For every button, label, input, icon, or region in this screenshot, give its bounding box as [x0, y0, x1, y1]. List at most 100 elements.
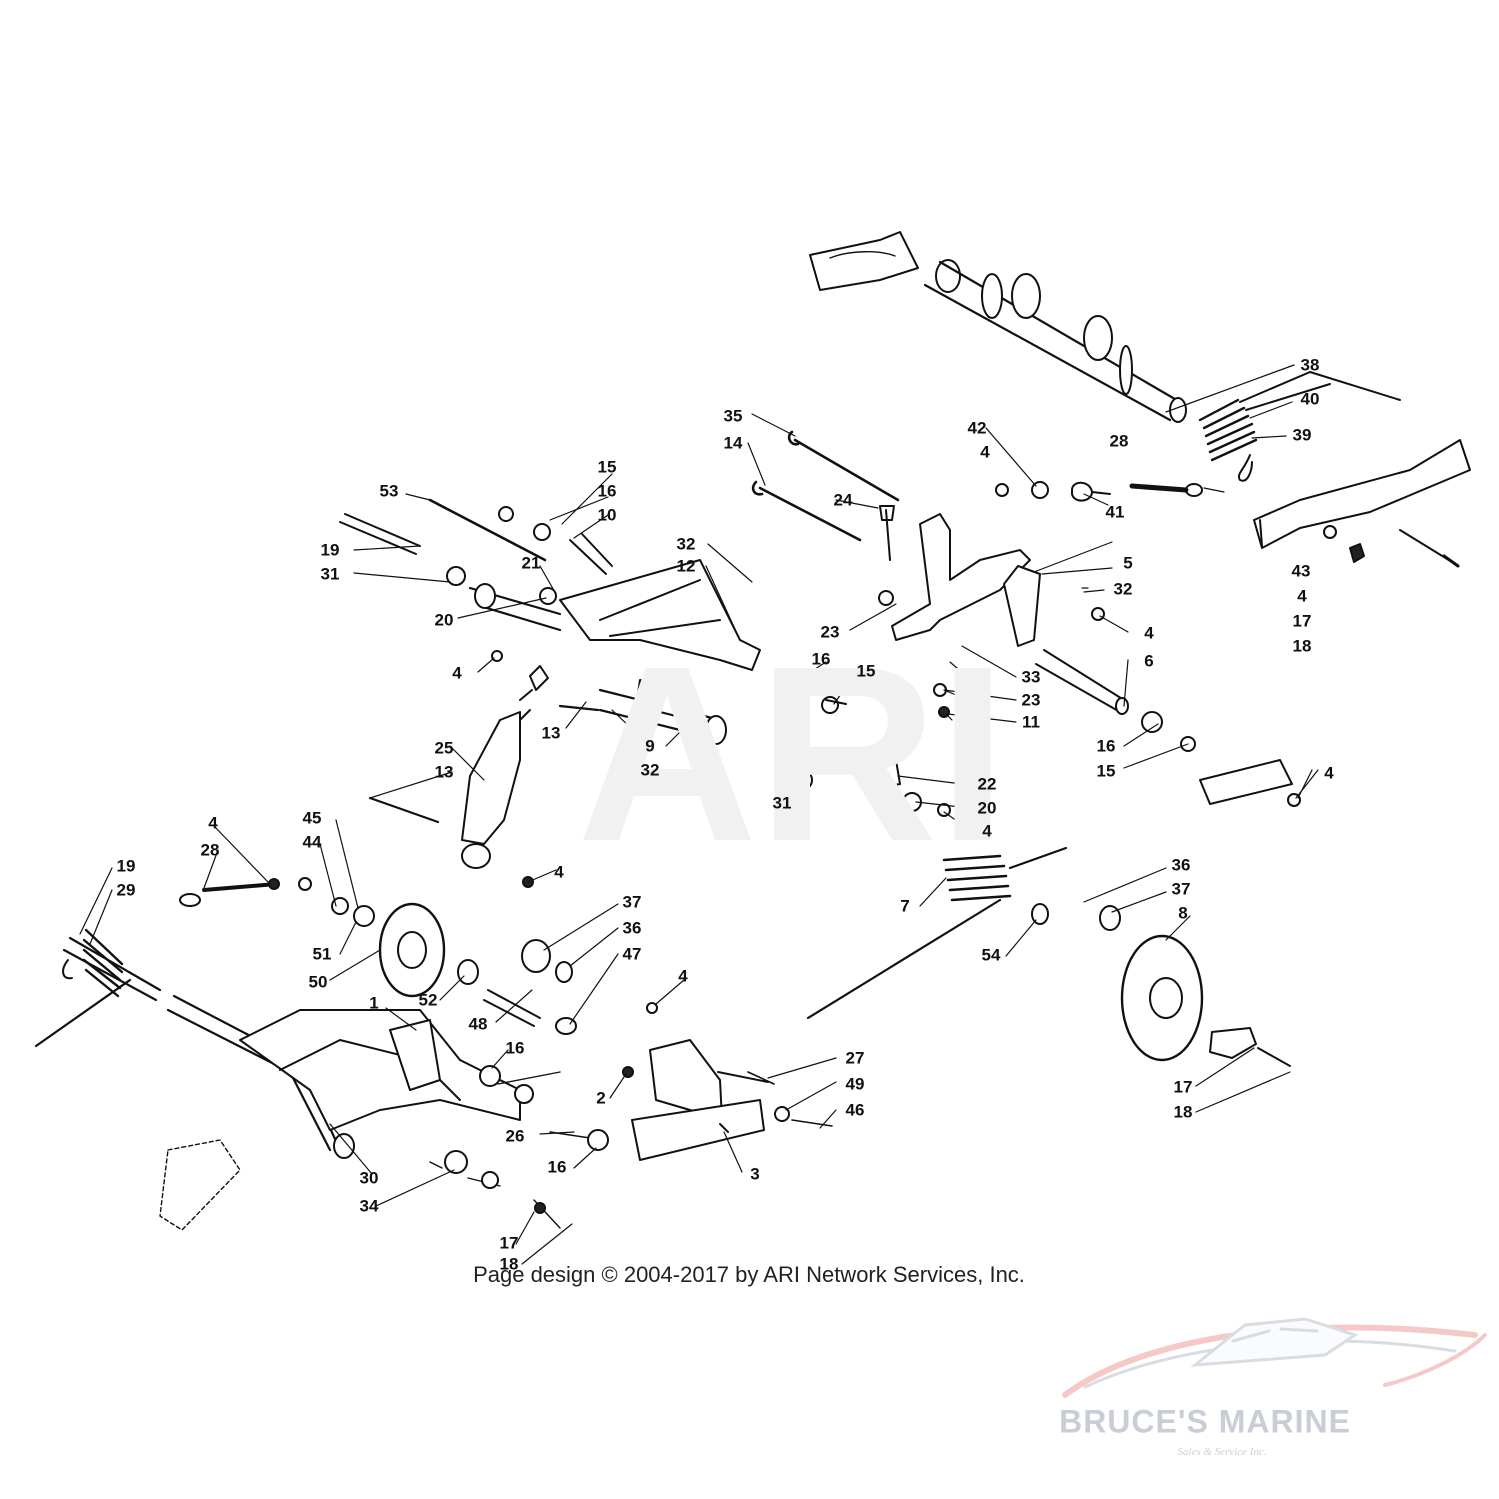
upper-torsion-spring [1198, 371, 1401, 482]
callout-32: 32 [676, 534, 696, 554]
callout-15: 15 [856, 661, 876, 681]
callout-4: 4 [1297, 586, 1307, 606]
callout-16: 16 [1096, 736, 1116, 756]
rod-28-lower [202, 882, 278, 892]
callout-2: 2 [596, 1088, 606, 1108]
callout-4: 4 [452, 663, 462, 683]
callout-6: 6 [1144, 651, 1154, 671]
callout-32: 32 [640, 760, 660, 780]
callout-48: 48 [468, 1014, 488, 1034]
callout-51: 51 [312, 944, 332, 964]
callout-38: 38 [1300, 355, 1320, 375]
callout-4: 4 [1324, 763, 1334, 783]
rod-19-upper [339, 513, 421, 555]
rod-eye-lower [179, 893, 201, 907]
shock-absorber-25 [461, 665, 549, 869]
callout-10: 10 [597, 505, 617, 525]
callout-18: 18 [1292, 636, 1312, 656]
callout-36: 36 [622, 918, 642, 938]
callout-43: 43 [1291, 561, 1311, 581]
callout-18: 18 [1173, 1102, 1193, 1122]
callout-52: 52 [418, 990, 438, 1010]
callout-22: 22 [977, 774, 997, 794]
callout-32: 32 [1113, 579, 1133, 599]
callout-4: 4 [1144, 623, 1154, 643]
callout-4: 4 [554, 862, 564, 882]
callout-16: 16 [547, 1157, 567, 1177]
callout-37: 37 [622, 892, 642, 912]
callout-33: 33 [1021, 667, 1041, 687]
front-arm-assembly [159, 994, 521, 1231]
callout-17: 17 [1173, 1077, 1193, 1097]
bolt-14 [751, 480, 862, 542]
bracket-right-rail [1199, 759, 1293, 805]
callout-19: 19 [116, 856, 136, 876]
logo-name: BRUCE'S MARINE [1059, 1403, 1351, 1440]
callout-5: 5 [1123, 553, 1133, 573]
callout-50: 50 [308, 972, 328, 992]
callout-29: 29 [116, 880, 136, 900]
adjuster-41 [1071, 481, 1111, 502]
callout-49: 49 [845, 1074, 865, 1094]
callout-12: 12 [676, 556, 696, 576]
rod-28 [1129, 483, 1189, 493]
torsion-spring-7 [806, 846, 1068, 1020]
pivot-bracket [631, 1039, 769, 1161]
callout-28: 28 [200, 840, 220, 860]
callout-21: 21 [521, 553, 541, 573]
callout-39: 39 [1292, 425, 1312, 445]
bolt-24 [879, 505, 895, 561]
callout-23: 23 [820, 622, 840, 642]
callout-46: 46 [845, 1100, 865, 1120]
callout-31: 31 [320, 564, 340, 584]
callout-13: 13 [434, 762, 454, 782]
upper-a-arm [468, 559, 761, 745]
callout-28: 28 [1109, 431, 1129, 451]
callout-54: 54 [981, 945, 1001, 965]
idler-wheel-50 [378, 902, 577, 1035]
callout-44: 44 [302, 832, 322, 852]
callout-4: 4 [678, 966, 688, 986]
copyright-text: Page design © 2004-2017 by ARI Network S… [473, 1262, 1025, 1287]
nut-4 [995, 483, 1009, 497]
callout-4: 4 [982, 821, 992, 841]
lower-left-spring [34, 928, 162, 1048]
callout-16: 16 [597, 481, 617, 501]
callout-17: 17 [499, 1233, 519, 1253]
callout-26: 26 [505, 1126, 525, 1146]
ari-watermark-text: ARI [577, 640, 1008, 860]
right-arm-assembly [891, 513, 1129, 715]
callout-30: 30 [359, 1168, 379, 1188]
callout-53: 53 [379, 481, 399, 501]
callout-16: 16 [811, 649, 831, 669]
bruces-marine-logo [1062, 1317, 1487, 1398]
callout-40: 40 [1300, 389, 1320, 409]
rear-axle-assembly [809, 231, 1187, 423]
callout-20: 20 [434, 610, 454, 630]
callout-4: 4 [980, 442, 990, 462]
callout-8: 8 [1178, 903, 1188, 923]
callout-47: 47 [622, 944, 642, 964]
callout-45: 45 [302, 808, 322, 828]
callout-41: 41 [1105, 502, 1125, 522]
callout-27: 27 [845, 1048, 865, 1068]
callout-4: 4 [208, 813, 218, 833]
washer-42 [1031, 481, 1049, 499]
callout-37: 37 [1171, 879, 1191, 899]
callout-14: 14 [723, 433, 743, 453]
callout-23: 23 [1021, 690, 1041, 710]
callout-34: 34 [359, 1196, 379, 1216]
callout-15: 15 [1096, 761, 1116, 781]
callout-15: 15 [597, 457, 617, 477]
callout-17: 17 [1292, 611, 1312, 631]
callout-19: 19 [320, 540, 340, 560]
ari-watermark: ARI [577, 640, 1008, 860]
right-rail-bracket [1253, 439, 1471, 568]
callout-9: 9 [645, 736, 655, 756]
callout-42: 42 [967, 418, 987, 438]
callout-11: 11 [1022, 712, 1040, 732]
bolt-35 [787, 430, 900, 502]
callout-20: 20 [977, 798, 997, 818]
callout-24: 24 [833, 490, 853, 510]
